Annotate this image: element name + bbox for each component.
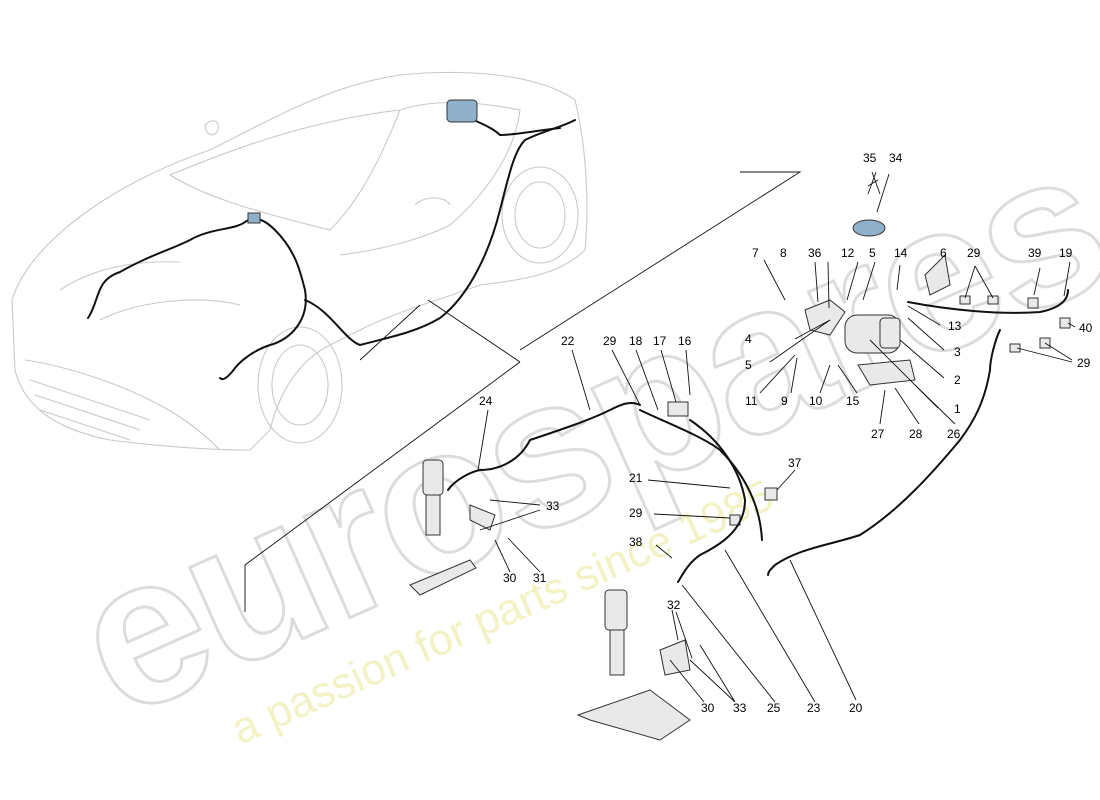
callout-19: 19	[1059, 246, 1073, 260]
callout-37: 37	[788, 456, 802, 470]
callout-24: 24	[479, 394, 493, 408]
callout-7: 7	[752, 246, 759, 260]
callout-13: 13	[948, 319, 962, 333]
car-hydraulic-lines	[87, 99, 576, 381]
callout-29a: 29	[967, 246, 981, 260]
callout-38: 38	[629, 535, 643, 549]
exploded-pipes	[447, 289, 1069, 583]
callout-28: 28	[909, 427, 923, 441]
callout-6: 6	[940, 246, 947, 260]
callout-33b: 33	[733, 701, 747, 715]
strut-assembly-front	[409, 459, 496, 596]
callout-9: 9	[781, 394, 788, 408]
callout-22: 22	[561, 334, 575, 348]
callout-40: 40	[1079, 321, 1093, 335]
callout-leaders	[477, 171, 1076, 703]
callout-18: 18	[629, 334, 643, 348]
guide-lines	[244, 171, 802, 612]
callout-15: 15	[846, 394, 860, 408]
callout-33a: 33	[546, 499, 560, 513]
callout-29d: 29	[629, 506, 643, 520]
callout-17: 17	[653, 334, 667, 348]
strut-assembly-rear	[576, 589, 691, 741]
callout-29b: 29	[1077, 356, 1091, 370]
callout-8: 8	[780, 246, 787, 260]
callout-31: 31	[533, 571, 547, 585]
callout-2: 2	[954, 373, 961, 387]
callout-23: 23	[807, 701, 821, 715]
callout-5b: 5	[745, 358, 752, 372]
watermark: eurospares a passion for parts since 198…	[41, 101, 1100, 763]
callout-16: 16	[678, 334, 692, 348]
callout-14: 14	[894, 246, 908, 260]
callout-26: 26	[947, 427, 961, 441]
callout-30b: 30	[701, 701, 715, 715]
callout-29c: 29	[603, 334, 617, 348]
callout-34: 34	[889, 151, 903, 165]
callout-27: 27	[871, 427, 885, 441]
callout-12: 12	[841, 246, 855, 260]
callout-36: 36	[808, 246, 822, 260]
callout-39: 39	[1028, 246, 1042, 260]
watermark-brand: eurospares	[43, 102, 1100, 761]
callout-21: 21	[629, 471, 643, 485]
callout-5a: 5	[869, 246, 876, 260]
callout-20: 20	[849, 701, 863, 715]
callout-10: 10	[809, 394, 823, 408]
callout-labels: 35 34 7 8 36 12 5 14 6 29 39 19 4 13 40 …	[479, 151, 1093, 715]
callout-4: 4	[745, 332, 752, 346]
callout-30a: 30	[503, 571, 517, 585]
callout-25: 25	[767, 701, 781, 715]
callout-11: 11	[745, 394, 758, 408]
callout-3: 3	[954, 345, 961, 359]
callout-35: 35	[863, 151, 877, 165]
callout-1: 1	[954, 402, 961, 416]
callout-32: 32	[667, 598, 681, 612]
